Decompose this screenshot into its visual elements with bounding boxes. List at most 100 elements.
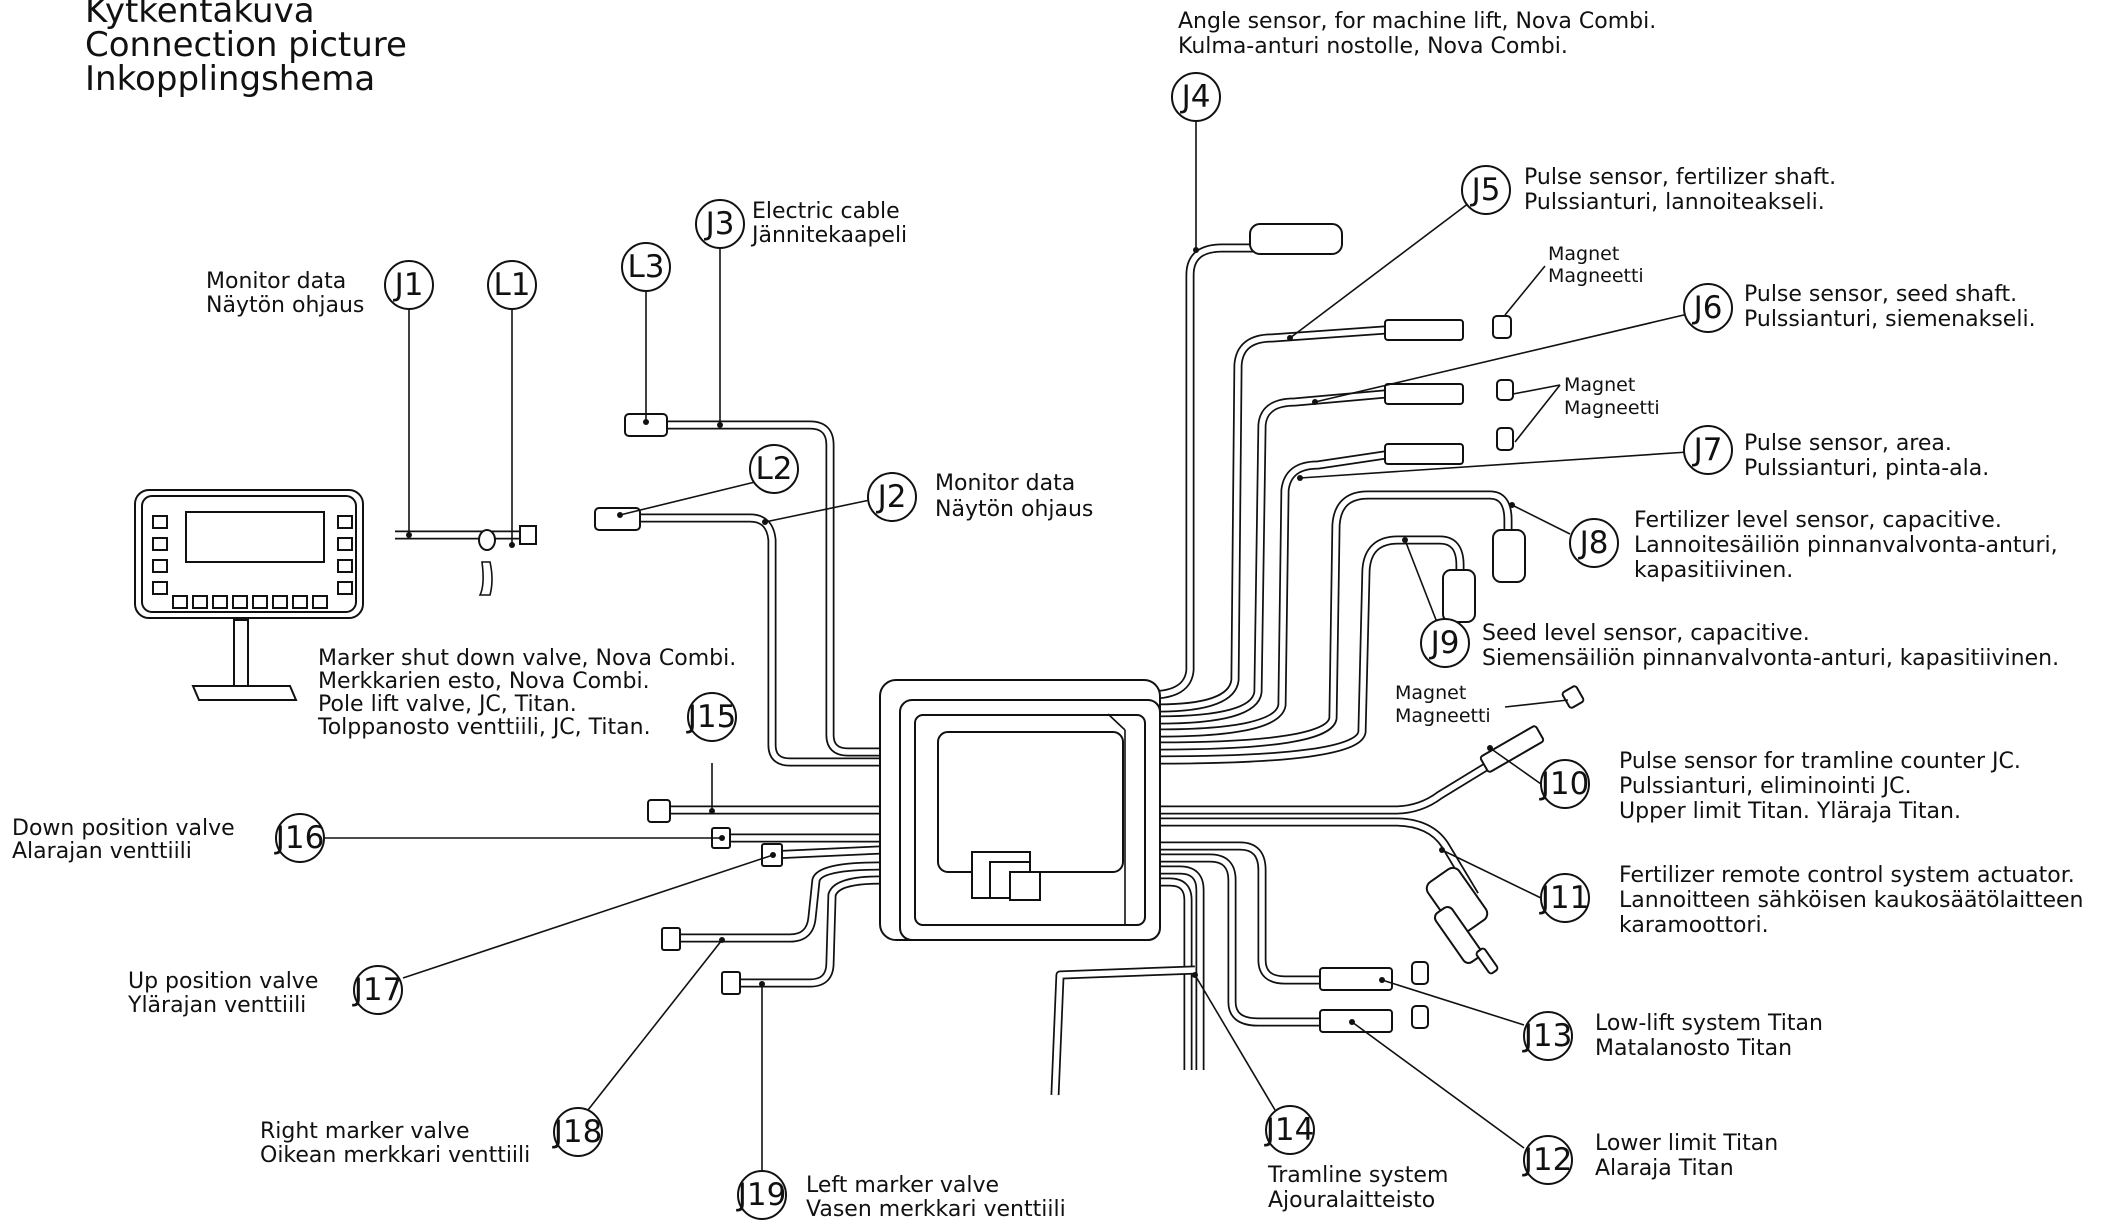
connector-id-j1: J1: [393, 267, 424, 303]
magnet-3-en: Magnet: [1395, 682, 1466, 704]
callout-j12: J12 Lower limit Titan Alaraja Titan: [1522, 1131, 1778, 1185]
label-j5-fi: Pulssianturi, lannoiteakseli.: [1524, 190, 1825, 215]
control-box: [879, 679, 1161, 941]
label-j1-en: Monitor data: [206, 269, 346, 294]
label-j15-l3: Pole lift valve, JC, Titan.: [318, 692, 577, 717]
connector-id-j5: J5: [1470, 172, 1501, 208]
label-j1-fi: Näytön ohjaus: [206, 293, 364, 318]
connector-id-j15: J15: [686, 699, 737, 735]
label-j17-fi: Ylärajan venttiili: [127, 993, 306, 1018]
label-j15-l2: Merkkarien esto, Nova Combi.: [318, 669, 650, 694]
connector-id-j10: J10: [1539, 766, 1590, 802]
connector-id-j2: J2: [876, 479, 907, 515]
label-j10-l2: Pulssianturi, eliminointi JC.: [1619, 774, 1911, 799]
cable-j12-core: [1158, 855, 1330, 1025]
cable-j4-core: [1149, 245, 1260, 698]
label-j12-fi: Alaraja Titan: [1595, 1156, 1734, 1181]
cable-j14b-core: [1158, 879, 1191, 1070]
callout-j4: J4 Angle sensor, for machine lift, Nova …: [1171, 9, 1656, 122]
title-swedish: Inkopplingshema: [85, 59, 375, 99]
cable-j19-core: [730, 877, 881, 986]
label-j10-l1: Pulse sensor for tramline counter JC.: [1619, 749, 2021, 774]
connector-id-j11: J11: [1539, 880, 1590, 916]
callout-j13: J13 Low-lift system Titan Matalanosto Ti…: [1522, 1011, 1823, 1061]
label-j7-en: Pulse sensor, area.: [1744, 431, 1952, 456]
label-j2-en: Monitor data: [935, 471, 1075, 496]
cable-j7-core: [1157, 452, 1386, 736]
label-j15-l1: Marker shut down valve, Nova Combi.: [318, 646, 736, 671]
cable-j10-core: [1158, 737, 1532, 813]
connector-id-l1: L1: [494, 267, 531, 303]
callout-j7: J7 Pulse sensor, area. Pulssianturi, pin…: [1683, 425, 1989, 481]
cable-harness: [395, 243, 1533, 1096]
title-finnish: Kytkentäkuva: [85, 0, 315, 31]
label-j3-fi: Jännitekaapeli: [750, 223, 907, 248]
callout-j2: J2 Monitor data Näytön ohjaus: [867, 471, 1093, 522]
callout-j19: J19 Left marker valve Vasen merkkari ven…: [736, 1170, 1066, 1222]
connector-id-j12: J12: [1522, 1142, 1573, 1178]
label-j3-en: Electric cable: [752, 199, 900, 224]
magnet-label-3: Magnet Magneetti: [1395, 682, 1491, 727]
cable-j14c-outline: [1050, 965, 1196, 1096]
label-j9-en: Seed level sensor, capacitive.: [1482, 621, 1810, 646]
callout-j8: J8 Fertilizer level sensor, capacitive. …: [1569, 508, 2058, 583]
cable-j13-core: [1158, 843, 1330, 983]
cable-j3-core: [630, 422, 880, 755]
connector-id-j4: J4: [1180, 79, 1211, 115]
cable-j9-outline: [1157, 535, 1465, 765]
callout-l1: L1: [487, 260, 537, 310]
label-j6-en: Pulse sensor, seed shaft.: [1744, 282, 2017, 307]
label-j13-fi: Matalanosto Titan: [1595, 1036, 1792, 1061]
callout-j6: J6 Pulse sensor, seed shaft. Pulssiantur…: [1683, 282, 2036, 333]
label-j16-fi: Alarajan venttiili: [12, 839, 192, 864]
label-j14-fi: Ajouralaitteisto: [1268, 1188, 1435, 1213]
cable-j9-core: [1157, 537, 1463, 763]
label-j11-l1: Fertilizer remote control system actuato…: [1619, 863, 2075, 888]
label-j18-en: Right marker valve: [260, 1119, 470, 1144]
connector-id-j6: J6: [1692, 290, 1723, 326]
label-j13-en: Low-lift system Titan: [1595, 1011, 1823, 1036]
magnet-1-en: Magnet: [1548, 243, 1619, 265]
magnet-1-fi: Magneetti: [1548, 265, 1644, 287]
connector-id-j17: J17: [352, 972, 403, 1008]
callout-l2: L2: [749, 444, 799, 494]
label-j6-fi: Pulssianturi, siemenakseli.: [1744, 307, 2036, 332]
magnet-2-en: Magnet: [1564, 374, 1635, 396]
callout-j17: J17 Up position valve Ylärajan venttiili: [127, 965, 403, 1018]
magnet-label-2: Magnet Magneetti: [1564, 374, 1660, 419]
callout-j15: J15 Marker shut down valve, Nova Combi. …: [317, 646, 737, 742]
label-j4-en: Angle sensor, for machine lift, Nova Com…: [1178, 9, 1656, 34]
attachment-dots: [406, 247, 1515, 1025]
title-english: Connection picture: [85, 25, 407, 65]
cable-j14a-core: [1158, 867, 1203, 1070]
callout-l3: L3: [621, 242, 671, 292]
callout-j10: J10 Pulse sensor for tramline counter JC…: [1539, 749, 2021, 824]
cable-j14b-outline: [1158, 877, 1193, 1070]
callout-j11: J11 Fertilizer remote control system act…: [1539, 863, 2084, 938]
label-j4-fi: Kulma-anturi nostolle, Nova Combi.: [1178, 34, 1568, 59]
label-j9-fi: Siemensäiliön pinnanvalvonta-anturi, kap…: [1482, 646, 2059, 671]
label-j16-en: Down position valve: [12, 816, 235, 841]
connector-id-l3: L3: [628, 249, 665, 285]
cable-j11-core: [1158, 819, 1478, 897]
label-j5-en: Pulse sensor, fertilizer shaft.: [1524, 165, 1836, 190]
monitor-display: [134, 489, 537, 701]
callout-j5: J5 Pulse sensor, fertilizer shaft. Pulss…: [1461, 165, 1836, 215]
cable-j2-core: [610, 515, 880, 765]
leader-lines: [325, 122, 1689, 1170]
connector-id-j8: J8: [1578, 525, 1609, 561]
magnet-2-fi: Magneetti: [1564, 397, 1660, 419]
callout-j14: J14 Tramline system Ajouralaitteisto: [1264, 1105, 1448, 1213]
connector-id-j7: J7: [1692, 432, 1723, 468]
label-j15-l4: Tolppanosto venttiili, JC, Titan.: [317, 715, 651, 740]
label-j8-l3: kapasitiivinen.: [1634, 558, 1793, 583]
magnet-3-fi: Magneetti: [1395, 705, 1491, 727]
label-j19-fi: Vasen merkkari venttiili: [806, 1197, 1066, 1222]
cable-j5-core: [1157, 327, 1386, 711]
cable-j4-outline: [1149, 243, 1260, 700]
monitor-buttons: [152, 515, 353, 609]
cable-j18-core: [670, 863, 881, 941]
callout-j3: J3 Electric cable Jännitekaapeli: [695, 199, 907, 249]
cable-j8-core: [1157, 492, 1511, 749]
magnet-label-1: Magnet Magneetti: [1548, 243, 1644, 287]
